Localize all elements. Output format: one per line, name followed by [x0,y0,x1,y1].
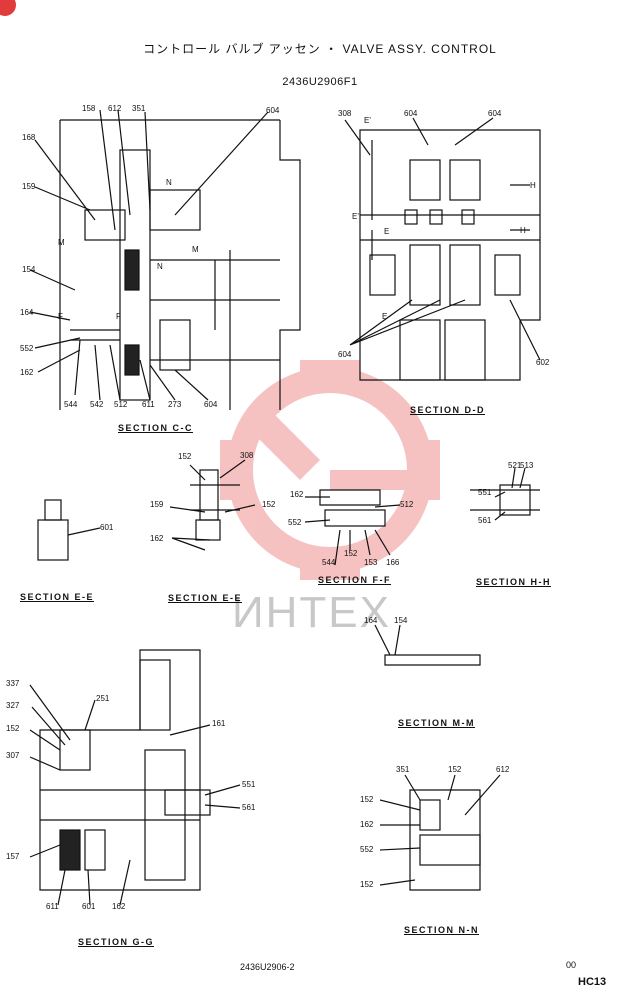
callout: 152 [6,724,20,733]
callout: 351 [132,104,146,113]
section-ee1-drawing [37,499,101,561]
callout: 273 [168,400,182,409]
callout: 327 [6,701,20,710]
drawing-number: 2436U2906-2 [240,962,295,972]
callout: 604 [204,400,218,409]
callout: 159 [22,182,36,191]
section-mm-drawing [374,624,481,666]
section-title-nn: SECTION N-N [404,925,479,935]
callout: 158 [82,104,96,113]
callout: H [530,181,536,190]
callout: 162 [20,368,34,377]
callout: 552 [20,344,34,353]
callout: 544 [322,558,336,567]
callout: 162 [150,534,164,543]
callout: 154 [394,616,408,625]
callout: 351 [396,765,410,774]
callout: 611 [142,400,155,409]
corner-mark [0,0,16,16]
callout: 604 [338,350,352,359]
section-ee2-drawing [169,459,256,551]
section-ff-drawing [304,489,401,566]
callout: E' [352,212,359,221]
callout: 601 [100,523,114,532]
callout: 152 [344,549,358,558]
revision: 00 [566,960,577,970]
callout: 611 [46,902,59,911]
callout: 153 [364,558,378,567]
section-nn-drawing [379,774,501,891]
callout: 166 [386,558,400,567]
section-title-ee1: SECTION E-E [20,592,95,602]
callout: 612 [108,104,122,113]
callout: 513 [520,461,534,470]
callout: 159 [150,500,164,509]
callout: 164 [20,308,34,317]
callout: 308 [338,109,352,118]
section-gg-drawing [29,649,241,906]
callout: E [382,312,388,321]
callout: 604 [404,109,418,118]
callout: H [520,226,526,235]
section-title-gg: SECTION G-G [78,937,155,947]
section-title-ee2: SECTION E-E [168,593,243,603]
callout: 307 [6,751,20,760]
callout: 251 [96,694,110,703]
callout: 162 [360,820,374,829]
callout: 551 [478,488,492,497]
section-title-hh: SECTION H-H [476,577,551,587]
callout: 612 [496,765,510,774]
callout: 604 [266,106,280,115]
callout: 164 [364,616,378,625]
callout: 604 [488,109,502,118]
section-title-mm: SECTION M-M [398,718,475,728]
callout: 512 [114,400,128,409]
callout: 152 [360,795,374,804]
callout: 152 [178,452,192,461]
callout: N [166,178,172,187]
page-title: コントロール バルブ アッセン ・ VALVE ASSY. CONTROL [143,42,497,56]
section-title-ff: SECTION F-F [318,575,391,585]
callout: 561 [242,803,256,812]
callout: 337 [6,679,20,688]
callout: F [116,312,121,321]
callout: 168 [22,133,36,142]
callout: 162 [112,902,126,911]
callout: F [58,312,63,321]
callout: E [384,227,390,236]
callout: 308 [240,451,254,460]
callout: E' [364,116,371,125]
callout: 544 [64,400,78,409]
callout: 161 [212,719,226,728]
section-cc-drawing [29,109,301,410]
callout: 542 [90,400,104,409]
callout: 512 [400,500,414,509]
callout: M [192,245,199,254]
callout: 602 [536,358,550,367]
section-title-cc: SECTION C-C [118,423,193,433]
callout: N [157,262,163,271]
section-title-dd: SECTION D-D [410,405,485,415]
callout: 162 [290,490,304,499]
section-dd-drawing [344,117,541,381]
section-hh-drawing [470,467,540,521]
callout: 552 [360,845,374,854]
drawing-code: 2436U2906F1 [282,76,358,88]
callout: 521 [508,461,522,470]
callout: 601 [82,902,96,911]
callout: 552 [288,518,302,527]
callout: 551 [242,780,256,789]
callout: 152 [448,765,462,774]
callout: 152 [262,500,276,509]
page-id: HC13 [578,976,607,988]
callout: 152 [360,880,374,889]
callout: 154 [22,265,36,274]
watermark-text: ИНТЕХ [232,588,391,637]
callout: 157 [6,852,20,861]
callout: M [58,238,65,247]
callout: 561 [478,516,492,525]
